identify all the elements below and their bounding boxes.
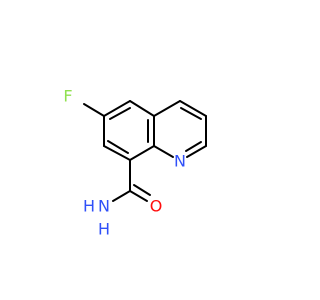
- bond-c2-n1: [186, 145, 207, 158]
- bond-c5-c4a: [129, 100, 155, 117]
- quinoline-carboxamide-structure: F N O N H H: [63, 87, 207, 239]
- bond-c8-c7: [103, 145, 131, 161]
- bond-c4a-c4: [153, 100, 181, 117]
- amide-hydrogen-side-label: H: [83, 197, 95, 216]
- bond-c6-c5: [103, 100, 131, 117]
- bond-carbonyl-o: [129, 190, 148, 202]
- atom-label-layer: F N O N H H: [63, 87, 186, 239]
- bond-c4-c3-double: [180, 107, 202, 120]
- bond-carbonyl-n: [112, 190, 131, 202]
- bond-c4-c3: [179, 100, 207, 117]
- amide-hydrogen-top-label: H: [98, 220, 110, 239]
- carbonyl-oxygen-label: O: [150, 197, 163, 216]
- bond-c6-f: [83, 103, 105, 117]
- bond-c8a-c8: [129, 145, 155, 161]
- bond-c2-n1-double: [185, 141, 202, 152]
- bond-carbonyl-o-double: [133, 184, 151, 196]
- ring-nitrogen-label: N: [174, 152, 186, 171]
- amide-nitrogen-label: N: [98, 197, 110, 216]
- bond-c6-c5-double: [109, 107, 131, 120]
- bond-c8-c7-double: [107, 140, 129, 154]
- bond-n1-c8a: [153, 145, 174, 158]
- bond-layer: [83, 100, 207, 202]
- fluorine-label: F: [63, 87, 72, 106]
